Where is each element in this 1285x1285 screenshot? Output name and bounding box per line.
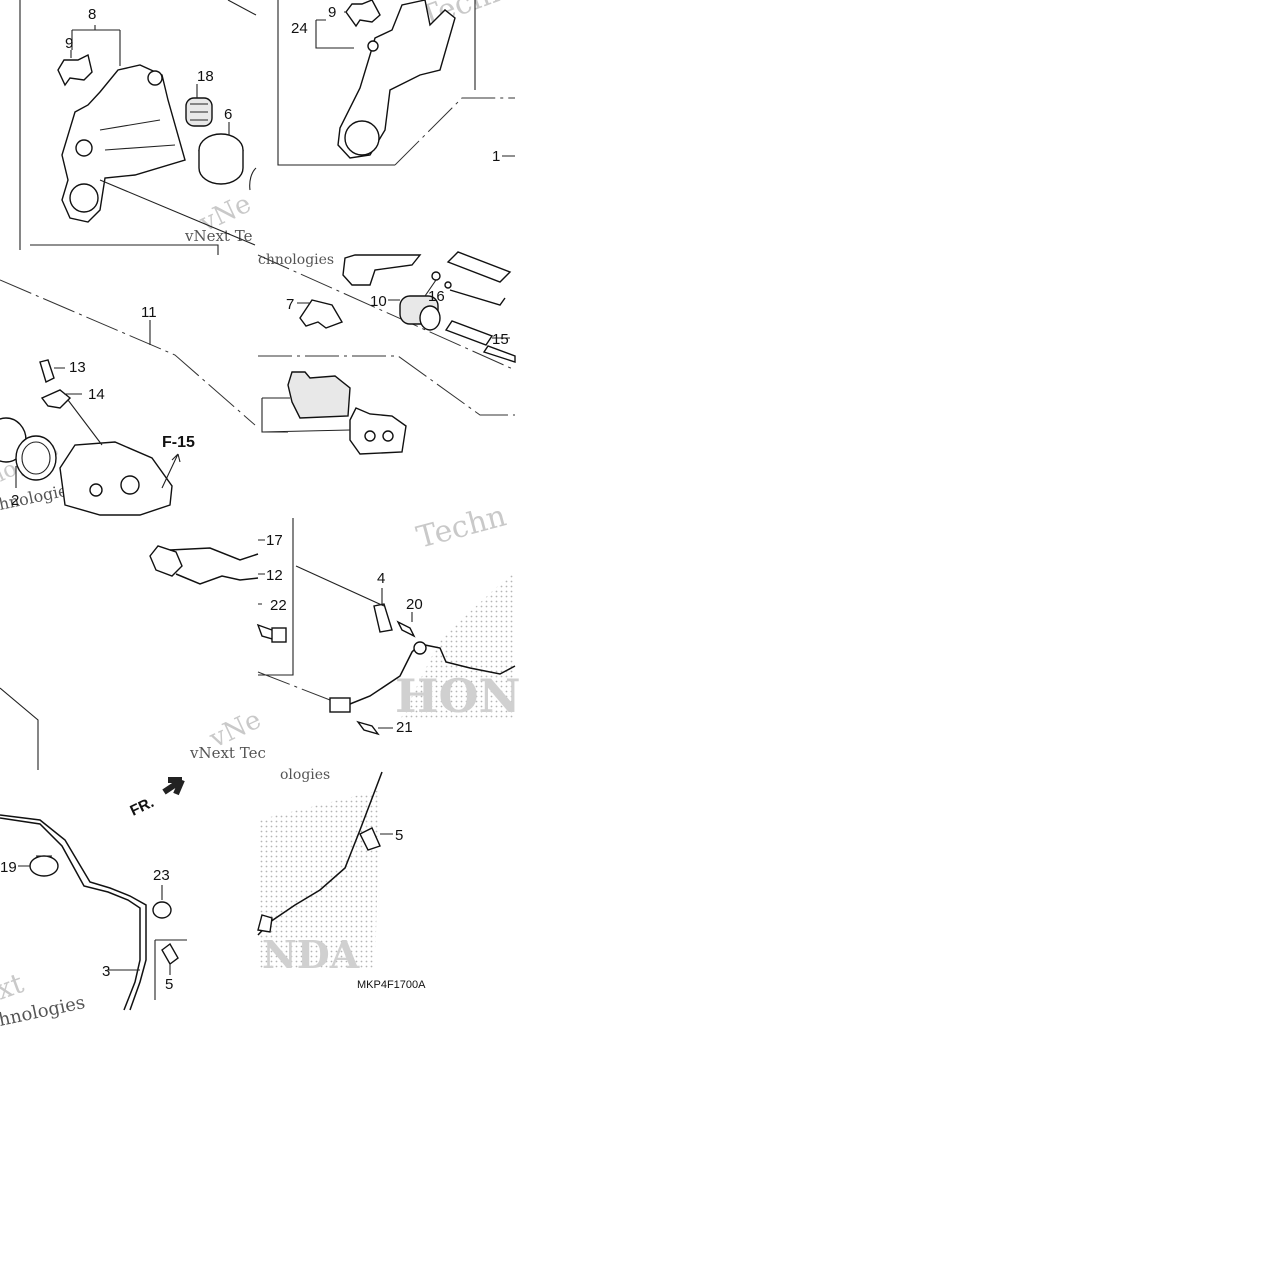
caliper-body-upper — [342, 254, 422, 286]
callout-7: 7 — [286, 296, 294, 313]
caliper-bracket-right — [337, 0, 456, 159]
callout-11: 11 — [141, 304, 157, 321]
callout-6: 6 — [224, 106, 232, 123]
bleeder-cap-14 — [40, 389, 72, 409]
diagram-code: MKP4F1700A — [357, 979, 426, 991]
callout-5: 5 — [165, 976, 173, 993]
callout-19: 19 — [0, 859, 17, 876]
section-borders — [0, 0, 516, 1000]
watermark-text: vNext Te — [184, 227, 253, 245]
watermark-text: xt — [0, 966, 29, 1007]
pin-15 — [444, 320, 494, 346]
pad-spring-7 — [299, 299, 344, 329]
callout-18: 18 — [197, 68, 214, 85]
callout-5: 5 — [395, 827, 403, 844]
bolt-22 — [256, 623, 287, 643]
bolt-20 — [396, 620, 416, 638]
clamp-23 — [152, 901, 172, 919]
leader-line — [258, 539, 413, 729]
clamp-19 — [29, 855, 59, 877]
callout-2: 2 — [11, 492, 19, 509]
callout-3: 3 — [102, 963, 110, 980]
callout-21: 21 — [396, 719, 413, 736]
caliper-body-lower — [59, 441, 173, 516]
leader-line — [315, 11, 515, 157]
callout-9: 9 — [65, 35, 73, 52]
callout-23: 23 — [153, 867, 170, 884]
pad-spring-9-left — [57, 53, 93, 87]
callout-17: 17 — [266, 532, 283, 549]
brake-hose-3 — [0, 814, 147, 1011]
caliper-bracket-left — [61, 64, 186, 223]
sensor-stay-4 — [373, 603, 393, 633]
callout-24: 24 — [291, 20, 308, 37]
f15-arrow — [161, 453, 181, 489]
callout-1: 1 — [492, 148, 500, 165]
speed-sensor — [329, 641, 516, 713]
brand-halftone-area: HON NDA — [258, 570, 521, 977]
seal-ring — [249, 167, 257, 191]
bolt-21 — [356, 720, 380, 736]
callout-22: 22 — [270, 597, 287, 614]
callout-15: 15 — [492, 331, 509, 348]
callout-labels: 8 9 18 6 9 24 1 11 7 10 16 15 13 14 F-15… — [0, 4, 509, 993]
leader-line — [261, 279, 510, 433]
callout-20: 20 — [406, 596, 423, 613]
brake-pad-set — [287, 371, 407, 455]
callout-4: 4 — [377, 570, 385, 587]
brand-watermark-nda: NDA — [262, 932, 360, 977]
leader-line — [15, 320, 151, 488]
sensor-wire — [257, 771, 383, 936]
sensor-connector-17 — [149, 545, 259, 585]
bleeder-valve-13 — [39, 359, 55, 383]
callout-12: 12 — [266, 567, 283, 584]
direction-label: FR. — [128, 794, 157, 820]
fr-arrow — [162, 777, 185, 796]
leader-line — [70, 25, 256, 246]
callout-9: 9 — [328, 4, 336, 21]
slide-pin — [446, 251, 516, 363]
bushing-10 — [399, 295, 441, 331]
pad-spring-9-right — [345, 0, 381, 28]
watermark-text: ologies — [280, 767, 330, 783]
boot-18 — [185, 97, 213, 127]
ref-f15: F-15 — [162, 434, 195, 451]
circlip-16 — [431, 271, 452, 289]
callout-14: 14 — [88, 386, 105, 403]
callout-8: 8 — [88, 6, 96, 23]
piston-seal-2 — [0, 417, 57, 481]
callout-13: 13 — [69, 359, 86, 376]
watermark-text: vNext Tec — [189, 744, 266, 762]
brand-watermark-hon: HON — [395, 669, 521, 723]
callout-16: 16 — [428, 288, 445, 305]
piston-6 — [198, 133, 244, 185]
clip-5-left — [161, 942, 179, 966]
leader-line — [18, 833, 393, 975]
watermark-text: Techn — [413, 498, 510, 555]
callout-10: 10 — [370, 293, 387, 310]
